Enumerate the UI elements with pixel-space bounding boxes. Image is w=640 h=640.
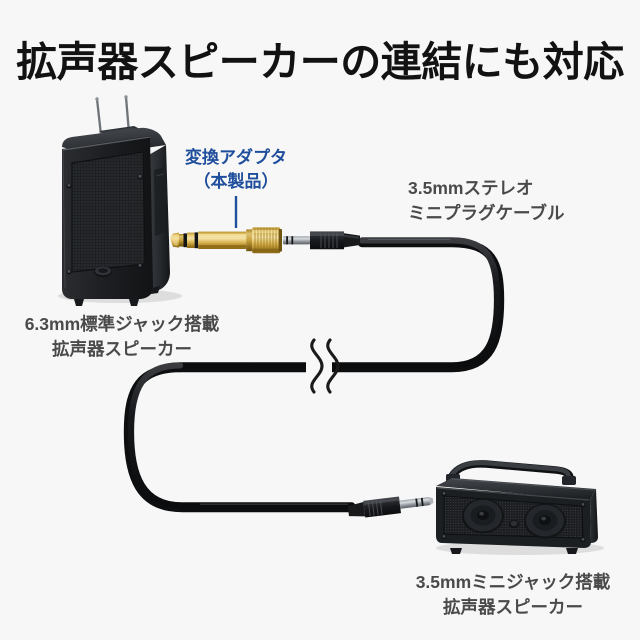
label-right-speaker: 3.5mmミニジャック搭載 拡声器スピーカー xyxy=(388,570,638,620)
label-cable: 3.5mmステレオ ミニプラグケーブル xyxy=(408,176,564,226)
gold-6-3mm-adapter xyxy=(170,227,282,254)
speaker-driver-right xyxy=(524,503,566,539)
label-left-speaker-line2: 拡声器スピーカー xyxy=(52,339,192,359)
label-right-speaker-line1: 3.5mmミニジャック搭載 xyxy=(415,572,611,592)
label-left-speaker-line1: 6.3mm標準ジャック搭載 xyxy=(24,314,220,334)
pa-speaker-left xyxy=(58,95,182,306)
label-cable-line1: 3.5mmステレオ xyxy=(408,178,534,198)
page-title: 拡声器スピーカーの連結にも対応 xyxy=(16,39,624,85)
speaker-driver-left xyxy=(462,498,504,534)
label-adapter-line1: 変換アダプタ xyxy=(185,148,287,167)
cable-break-symbol xyxy=(306,338,340,394)
box-speaker-right xyxy=(436,460,604,555)
label-cable-line2: ミニプラグケーブル xyxy=(408,203,565,223)
3-5mm-mini-plug-bottom xyxy=(347,496,434,518)
3-5mm-mini-plug-top xyxy=(283,231,360,250)
antenna-left xyxy=(95,97,103,137)
label-adapter-line2: （本製品） xyxy=(193,172,279,191)
audio-cable xyxy=(123,237,505,513)
label-left-speaker: 6.3mm標準ジャック搭載 拡声器スピーカー xyxy=(6,312,238,362)
label-adapter: 変換アダプタ （本製品） xyxy=(166,146,306,194)
label-right-speaker-line2: 拡声器スピーカー xyxy=(443,597,583,617)
